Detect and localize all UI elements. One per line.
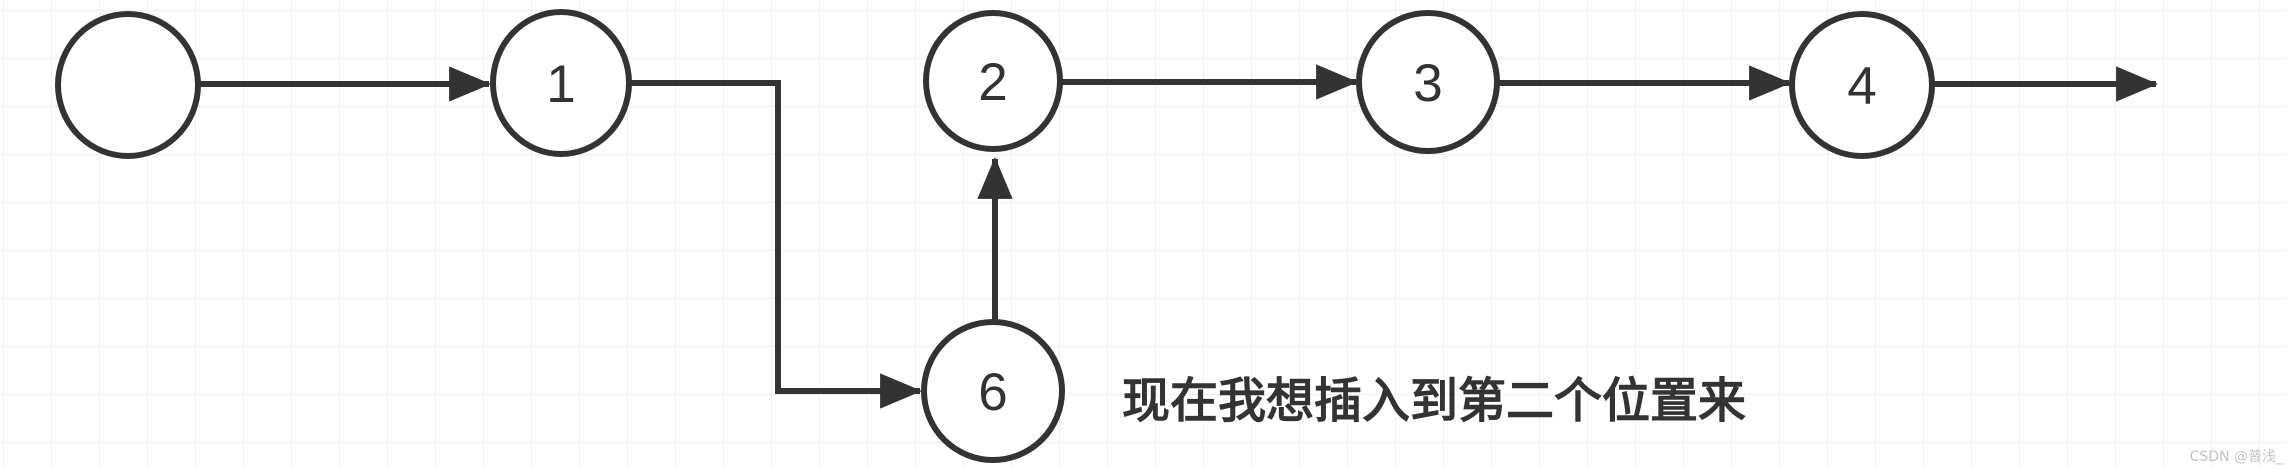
watermark: CSDN @普浅_: [2190, 449, 2284, 465]
node-2-circle: [923, 10, 1063, 152]
node-6-circle: [921, 319, 1065, 463]
node-3: 3: [1356, 10, 1500, 154]
node-4: 4: [1789, 11, 1935, 159]
node-3-circle: [1356, 10, 1500, 154]
node-4-label: 4: [1847, 57, 1876, 116]
node-4-circle: [1789, 11, 1935, 159]
node-3-label: 3: [1413, 54, 1442, 113]
edge-1-to-6: [629, 80, 923, 409]
node-1-label: 1: [546, 55, 575, 114]
node-6-label: 6: [978, 363, 1007, 422]
caption-text: 现在我想插入到第二个位置来: [1122, 373, 1746, 429]
node-1: 1: [490, 9, 632, 157]
node-head: [55, 11, 201, 159]
node-1-circle: [490, 9, 632, 157]
node-2-label: 2: [978, 53, 1007, 112]
node-6: 6: [921, 319, 1065, 463]
node-2: 2: [923, 10, 1063, 152]
node-head-circle: [55, 11, 201, 159]
